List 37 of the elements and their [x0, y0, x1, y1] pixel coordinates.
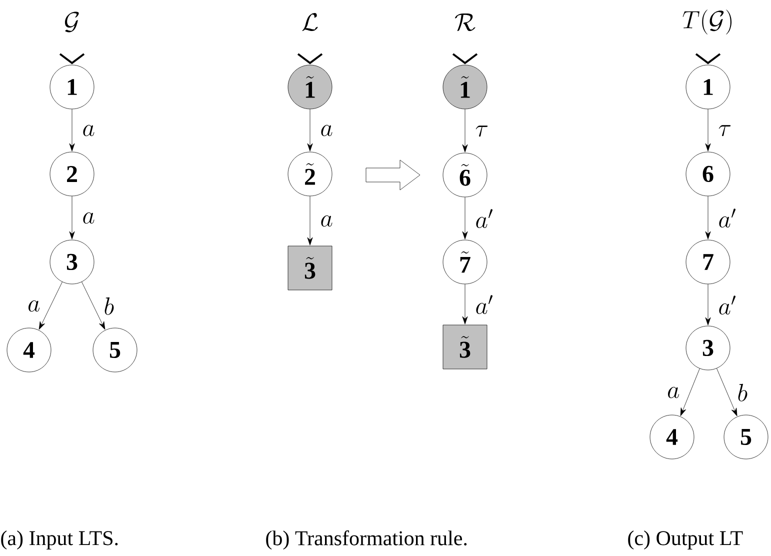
- arrow: [716, 368, 738, 416]
- edge-label: $\tau$: [474, 124, 490, 138]
- arrow: [680, 368, 700, 416]
- panel-title: $T(\mathcal{G})$: [682, 10, 732, 34]
- panel-title: $\mathcal{G}$: [64, 12, 79, 32]
- state-box: $\tilde{\mathbf{3}}$: [288, 246, 332, 290]
- arrow: [69, 196, 75, 240]
- arrow: [462, 109, 468, 152]
- arrow: [705, 109, 711, 152]
- edge-label: $b$: [102, 296, 116, 316]
- edge-label: $b$: [736, 382, 749, 402]
- edge-label: $a'$: [717, 208, 738, 228]
- panel-title: $\mathcal{L}$: [302, 12, 318, 32]
- state-box: $\tilde{\mathbf{3}}$: [442, 324, 488, 370]
- caption: (b) Transformation rule.: [266, 530, 467, 550]
- edge-label: $a$: [81, 212, 96, 224]
- edge-label: $a'$: [717, 294, 738, 316]
- arrow: [307, 109, 313, 152]
- edge-label: $a$: [666, 386, 681, 399]
- edge-label: $a'$: [474, 208, 494, 229]
- arrow: [705, 196, 711, 240]
- arrow: [462, 197, 468, 240]
- panel-title: $\mathcal{R}$: [454, 14, 476, 32]
- arrow: [38, 282, 62, 330]
- arrow: [69, 109, 75, 152]
- arrow: [705, 284, 711, 326]
- edge-label: $a'$: [474, 294, 494, 315]
- edge-label: $a$: [26, 300, 42, 312]
- edge-label: $\tau$: [717, 124, 733, 137]
- edge-label: $a$: [319, 124, 334, 137]
- arrow: [307, 196, 313, 246]
- caption: (a) Input LTS.: [1, 530, 118, 550]
- edge-label: $a$: [81, 124, 96, 137]
- arrow: [462, 284, 468, 324]
- edge-label: $a$: [319, 214, 334, 228]
- arrow: [82, 282, 106, 330]
- caption: (c) Output LT: [628, 530, 743, 550]
